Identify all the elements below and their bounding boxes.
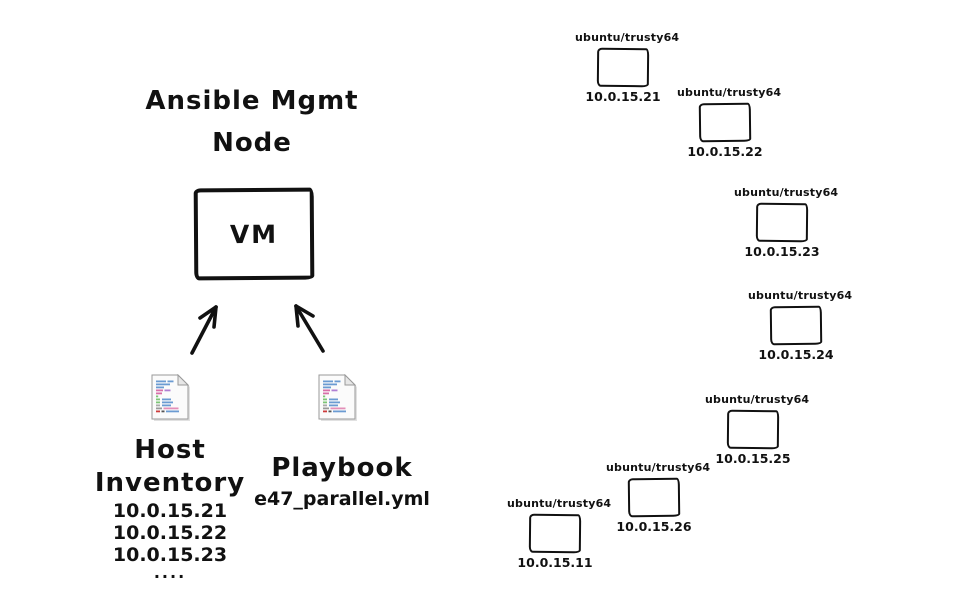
host-inventory-entry: 10.0.15.22 (112, 522, 228, 544)
vm-image-label: ubuntu/trusty64 (507, 497, 612, 510)
vm-ip-label: 10.0.15.23 (744, 244, 820, 259)
vm-image-label: ubuntu/trusty64 (734, 186, 839, 199)
playbook-filename: e47_parallel.yml (254, 488, 430, 510)
playbook-block: Playbook e47_parallel.yml (250, 450, 434, 512)
arrowhead-right-icon (294, 304, 315, 328)
arrowhead-left-icon (198, 305, 218, 329)
vm-image-label: ubuntu/trusty64 (748, 289, 853, 302)
ansible-mgmt-vm-box: VM (193, 187, 315, 281)
vm-box (755, 202, 809, 243)
host-inventory-title-line2: Inventory (94, 468, 246, 498)
host-inventory-block: Host Inventory 10.0.15.21 10.0.15.22 10.… (88, 434, 252, 582)
target-vm-node: ubuntu/trusty64 10.0.15.24 (748, 289, 853, 362)
vm-box (596, 47, 650, 88)
arrow-playbook-to-vm (294, 304, 325, 353)
playbook-code-file-icon (318, 374, 358, 422)
target-vm-node: ubuntu/trusty64 10.0.15.26 (606, 461, 711, 534)
target-vm-node: ubuntu/trusty64 10.0.15.23 (734, 186, 839, 259)
vm-box (627, 477, 681, 518)
host-inventory-code-file-icon (151, 374, 191, 422)
host-inventory-entry: 10.0.15.23 (112, 544, 228, 566)
host-inventory-entry: 10.0.15.21 (112, 500, 228, 522)
target-vm-node: ubuntu/trusty64 10.0.15.21 (575, 31, 680, 104)
vm-box (528, 513, 582, 554)
vm-image-label: ubuntu/trusty64 (575, 31, 680, 44)
diagram-title-line1: Ansible Mgmt (145, 86, 359, 116)
vm-ip-label: 10.0.15.11 (517, 555, 593, 570)
arrow-host-inventory-to-vm (190, 305, 218, 355)
vm-ip-label: 10.0.15.26 (616, 519, 692, 534)
host-inventory-title-line1: Host (134, 435, 206, 465)
vm-image-label: ubuntu/trusty64 (606, 461, 711, 474)
vm-label: VM (229, 219, 279, 249)
vm-box (726, 409, 780, 450)
vm-ip-label: 10.0.15.22 (687, 144, 763, 159)
target-vm-node: ubuntu/trusty64 10.0.15.11 (507, 497, 612, 570)
vm-image-label: ubuntu/trusty64 (677, 86, 782, 99)
host-inventory-ellipsis: .... (153, 563, 187, 582)
vm-ip-label: 10.0.15.24 (758, 347, 834, 362)
arrows-layer (190, 304, 325, 355)
diagram-title: Ansible Mgmt Node (136, 80, 368, 164)
vm-box (769, 305, 823, 346)
vm-ip-label: 10.0.15.21 (585, 89, 661, 104)
playbook-title: Playbook (271, 453, 413, 483)
vm-ip-label: 10.0.15.25 (715, 451, 791, 466)
diagram-title-line2: Node (212, 128, 292, 158)
vm-box (698, 102, 752, 143)
target-vm-node: ubuntu/trusty64 10.0.15.22 (677, 86, 782, 159)
target-vm-node: ubuntu/trusty64 10.0.15.25 (705, 393, 810, 466)
vm-image-label: ubuntu/trusty64 (705, 393, 810, 406)
